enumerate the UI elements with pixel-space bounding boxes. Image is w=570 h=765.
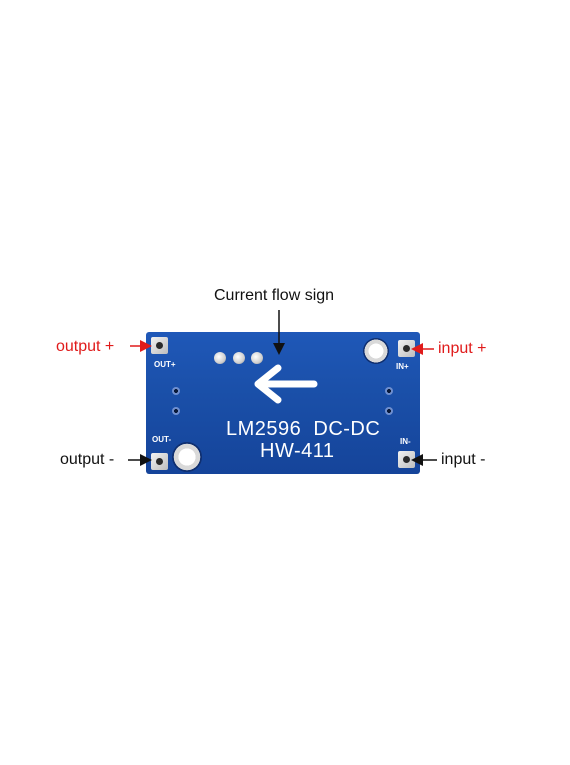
header-pin bbox=[233, 352, 245, 364]
via bbox=[172, 407, 180, 415]
out-plus-pad bbox=[151, 337, 168, 354]
via bbox=[385, 407, 393, 415]
input-plus-label: input + bbox=[438, 340, 487, 357]
header-pin bbox=[251, 352, 263, 364]
output-minus-label: output - bbox=[60, 451, 115, 468]
out-minus-silk: OUT- bbox=[152, 435, 172, 444]
via bbox=[172, 387, 180, 395]
out-minus-pad bbox=[151, 453, 168, 470]
lm2596-board: OUT+ OUT- IN+ IN- LM2596 DC-DC HW-411 bbox=[146, 332, 420, 474]
mounting-hole-bottom-left bbox=[172, 442, 202, 472]
mounting-hole-top-right bbox=[363, 338, 389, 364]
in-minus-silk: IN- bbox=[400, 437, 411, 446]
input-minus-label: input - bbox=[441, 451, 486, 468]
current-flow-label: Current flow sign bbox=[214, 287, 335, 304]
in-minus-pad bbox=[398, 451, 415, 468]
left-arrow-icon bbox=[254, 364, 318, 404]
via bbox=[385, 387, 393, 395]
header-pin bbox=[214, 352, 226, 364]
board-model: HW-411 bbox=[260, 440, 335, 462]
in-plus-pad bbox=[398, 340, 415, 357]
out-plus-silk: OUT+ bbox=[154, 360, 176, 369]
output-plus-label: output + bbox=[56, 338, 115, 355]
board-title: LM2596 DC-DC bbox=[226, 418, 381, 440]
in-plus-silk: IN+ bbox=[396, 362, 409, 371]
